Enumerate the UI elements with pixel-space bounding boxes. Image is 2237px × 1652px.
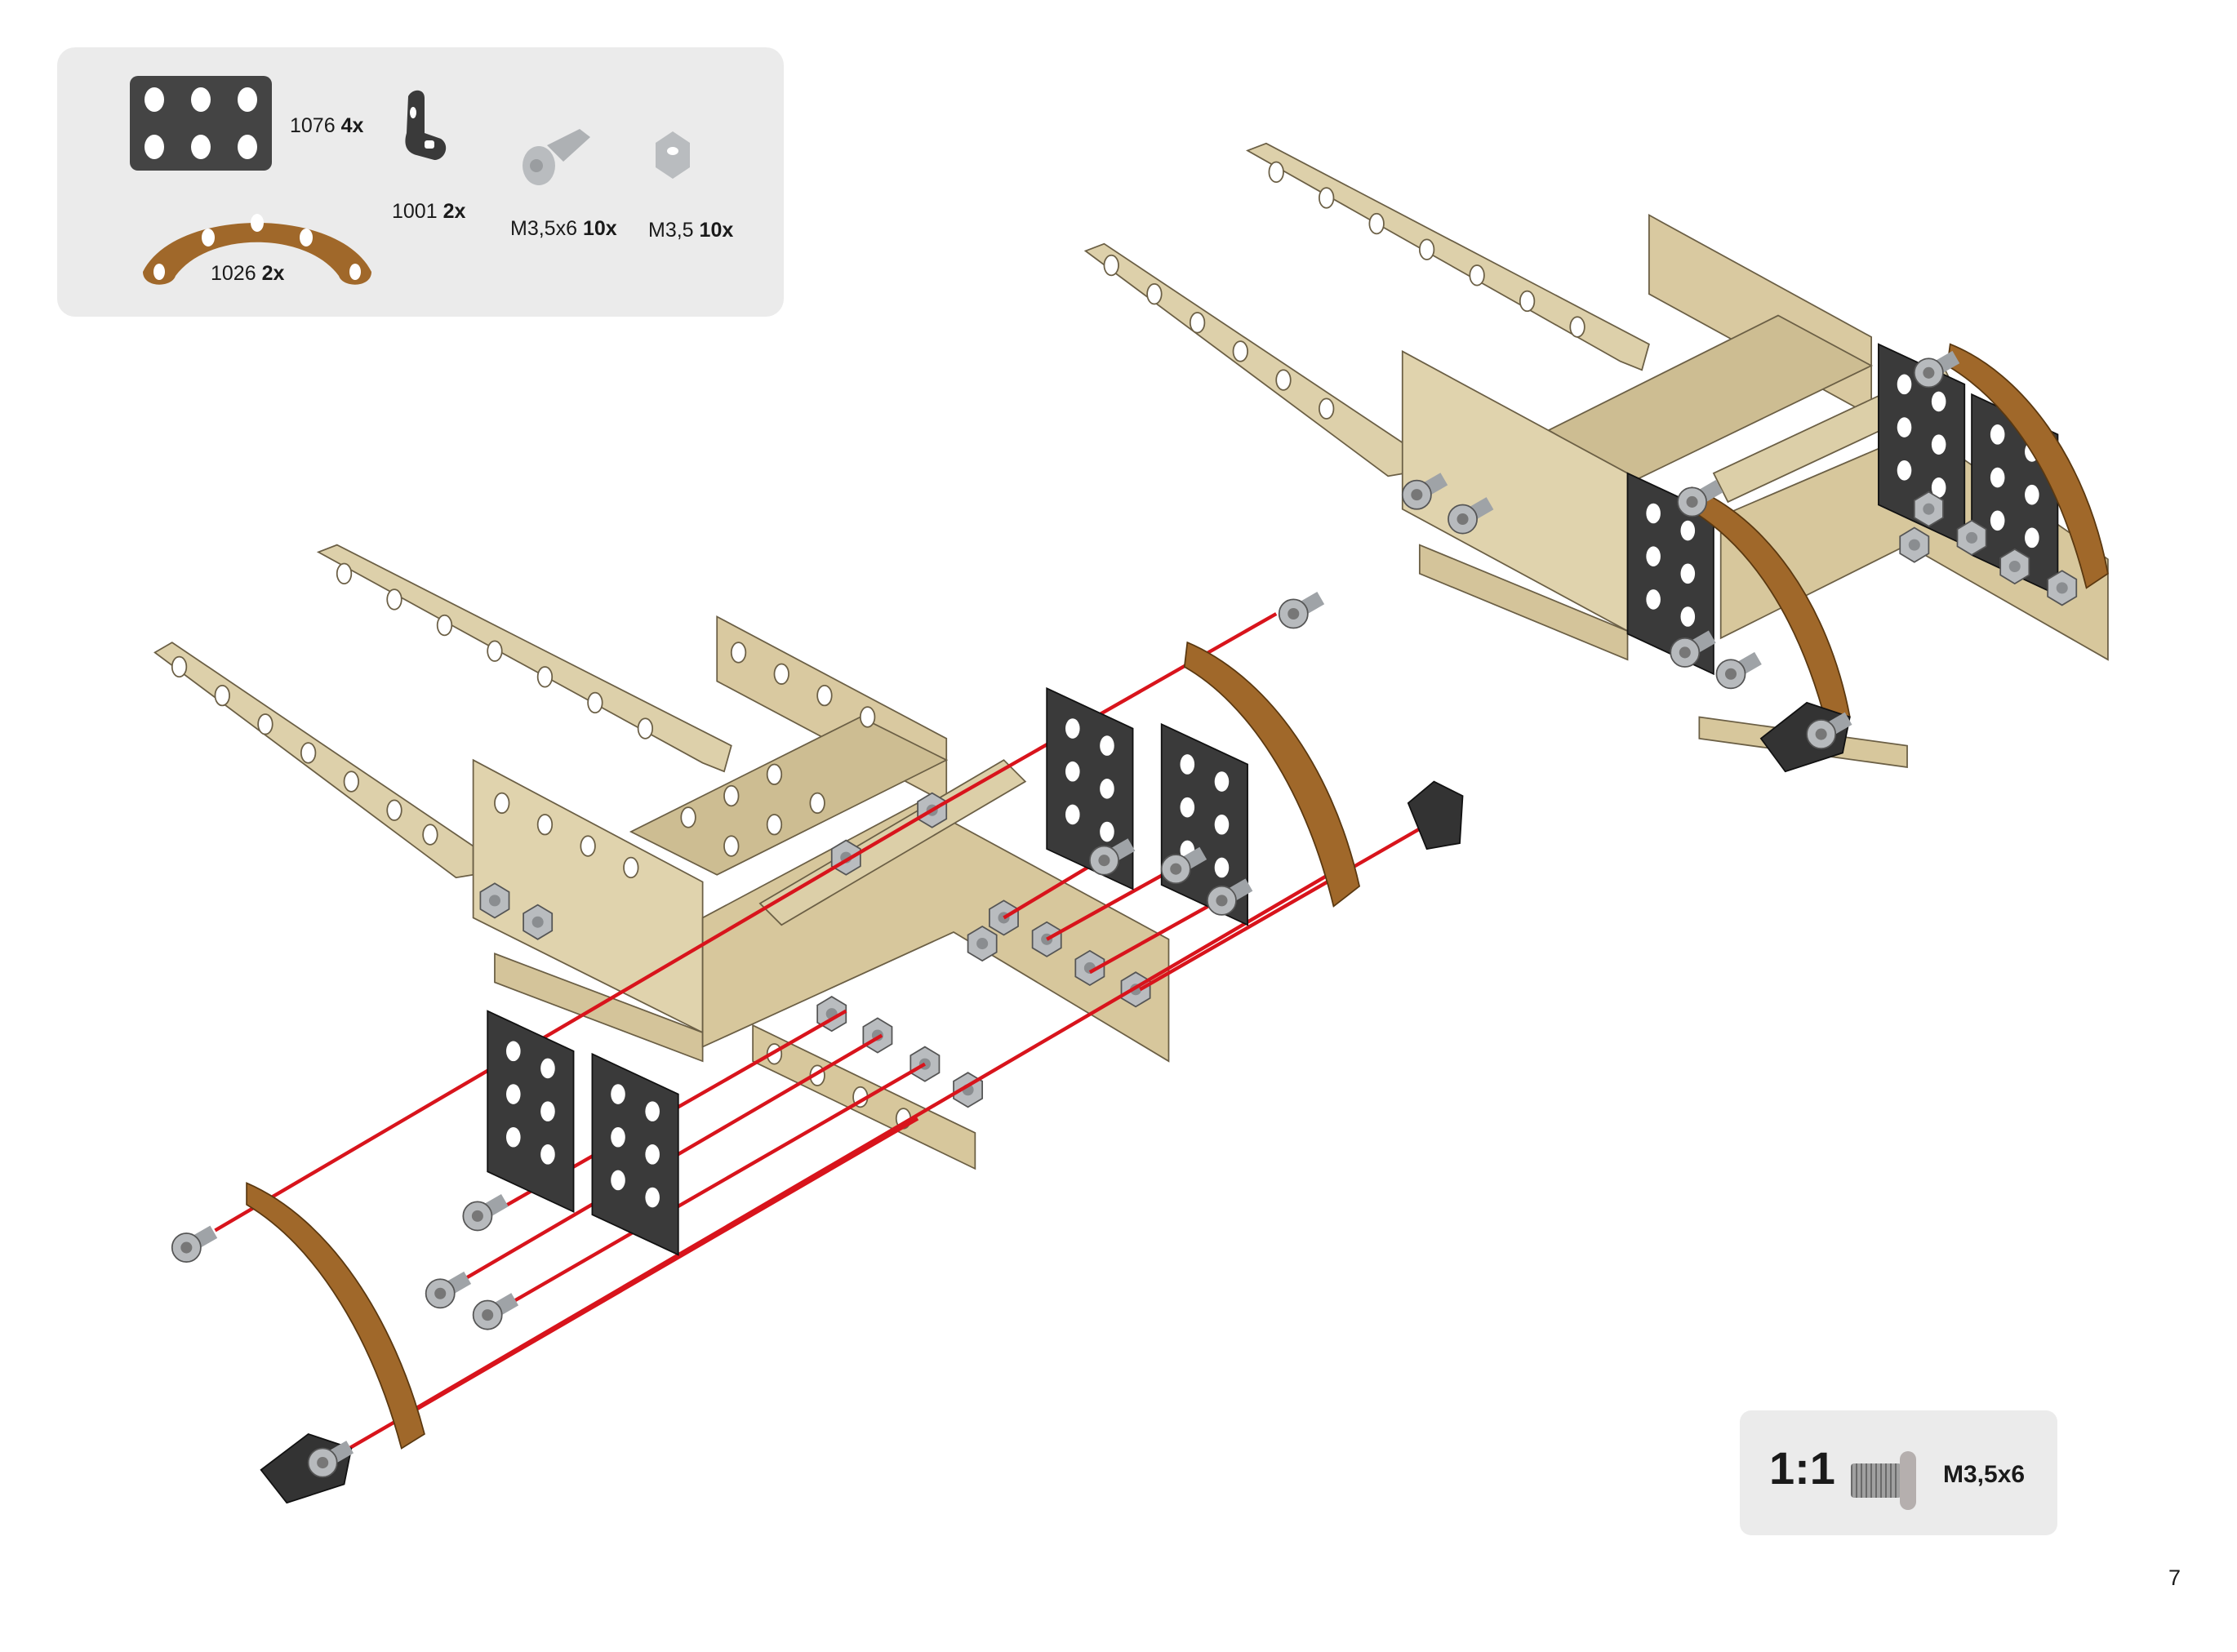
part-label-1026: 1026 2x bbox=[211, 262, 284, 286]
part-quantity: 10x bbox=[699, 219, 734, 242]
angle-bracket bbox=[1407, 780, 1464, 850]
part-number: M3,5x6 bbox=[510, 217, 577, 240]
part-label-1001: 1001 2x bbox=[392, 200, 465, 224]
part-label-m35: M3,5 10x bbox=[648, 219, 733, 242]
part-quantity: 2x bbox=[261, 262, 285, 285]
angle-bracket bbox=[260, 1432, 353, 1504]
hex-nut-icon bbox=[656, 131, 690, 179]
part-number: M3,5 bbox=[648, 219, 694, 242]
exploded-assembly bbox=[153, 544, 1464, 1504]
page-number: 7 bbox=[2168, 1565, 2181, 1590]
scale-screw-label: M3,5x6 bbox=[1943, 1461, 2026, 1488]
scale-indicator: 1:1 M3,5x6 bbox=[1740, 1410, 2057, 1535]
screw-actual-size-icon bbox=[1851, 1451, 1916, 1510]
part-number: 1076 bbox=[290, 114, 336, 137]
part-quantity: 4x bbox=[340, 114, 364, 137]
scale-ratio: 1:1 bbox=[1769, 1442, 1835, 1494]
part-quantity: 2x bbox=[443, 200, 466, 223]
curved-strip bbox=[1183, 641, 1361, 908]
curved-strip bbox=[246, 1182, 425, 1450]
part-label-m35x6: M3,5x6 10x bbox=[510, 217, 617, 241]
part-quantity: 10x bbox=[582, 217, 617, 240]
screw-icon bbox=[523, 129, 590, 185]
part-number: 1026 bbox=[211, 262, 256, 285]
part-number: 1001 bbox=[392, 200, 438, 223]
assembled-model bbox=[1083, 142, 2109, 773]
flanged-plate bbox=[629, 716, 949, 876]
angle-bracket-icon bbox=[405, 90, 447, 160]
curved-strip-icon bbox=[143, 214, 371, 285]
part-label-1076: 1076 4x bbox=[290, 114, 363, 138]
black-flat-plate-icon bbox=[130, 76, 272, 171]
long-strip bbox=[316, 544, 732, 773]
parts-list-panel: 1076 4x 1026 2x 1001 2x M3,5x6 10x M3,5 … bbox=[57, 47, 784, 317]
